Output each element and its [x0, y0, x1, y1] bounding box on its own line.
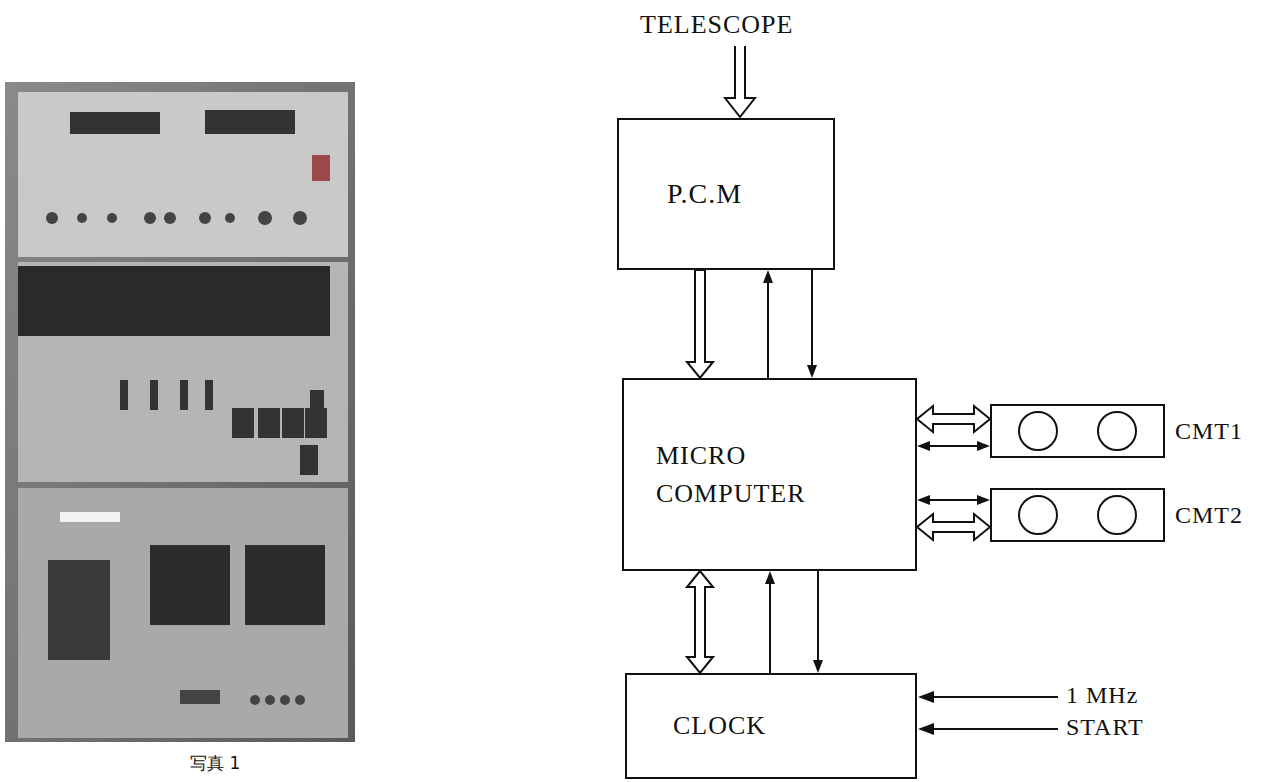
unit-label: CMT2	[1175, 502, 1243, 529]
process-box: CLOCK	[625, 673, 917, 779]
rack-panel	[18, 92, 348, 257]
tape-reels	[992, 406, 1163, 456]
signal-arrow	[765, 571, 775, 673]
tape-unit-box: CMT1	[990, 404, 1165, 458]
arrow-head	[813, 660, 823, 673]
arrow-head	[807, 365, 817, 378]
process-box: MICRO COMPUTER	[622, 378, 917, 571]
dark-band	[18, 266, 330, 336]
arrow-head	[763, 270, 773, 283]
bus-arrow	[687, 270, 713, 378]
display-window	[70, 112, 160, 134]
signal-label: TELESCOPE	[640, 10, 793, 40]
signal-arrow	[763, 270, 773, 378]
switch	[312, 155, 330, 181]
switch-row	[120, 380, 327, 475]
signal-line	[817, 571, 819, 661]
bus-arrow	[917, 406, 990, 432]
tape-unit-box: CMT2	[990, 488, 1165, 542]
reel-circle	[1019, 496, 1057, 534]
bus-arrow	[917, 514, 990, 540]
display-window	[205, 110, 295, 134]
signal-line	[929, 499, 978, 501]
handle	[48, 560, 110, 660]
arrow-head	[917, 495, 930, 505]
knob-row	[46, 211, 307, 225]
arrow-head	[977, 495, 990, 505]
tape-reels	[992, 490, 1163, 540]
arrow-head	[918, 723, 934, 735]
knob-row	[180, 690, 305, 705]
signal-line	[767, 282, 769, 378]
process-box: P.C.M	[617, 118, 835, 270]
bus-arrow	[687, 571, 713, 673]
photo-caption: 写真 1	[190, 752, 240, 775]
signal-line	[929, 445, 978, 447]
input-line	[932, 696, 1058, 698]
arrow-head	[977, 441, 990, 451]
signal-arrow	[917, 441, 990, 451]
signal-arrow	[807, 270, 817, 378]
signal-line	[769, 583, 771, 673]
reel-circle	[1019, 412, 1057, 450]
input-arrow	[725, 46, 755, 117]
tape-window	[150, 545, 230, 625]
arrow-head	[918, 691, 934, 703]
box-label: P.C.M	[667, 174, 742, 215]
box-label: MICRO COMPUTER	[656, 437, 831, 512]
tape-window	[245, 545, 325, 625]
input-line	[932, 728, 1058, 730]
arrow-head	[917, 441, 930, 451]
signal-label: START	[1066, 714, 1144, 741]
rack-panel	[18, 262, 348, 482]
signal-label: 1 MHz	[1066, 682, 1138, 709]
box-label: CLOCK	[673, 707, 766, 745]
photo-frame	[5, 82, 355, 742]
reel-circle	[1098, 412, 1136, 450]
label-strip	[60, 512, 120, 522]
arrow-head	[765, 571, 775, 584]
signal-arrow	[813, 571, 823, 673]
signal-arrow	[917, 495, 990, 505]
unit-label: CMT1	[1175, 418, 1243, 445]
signal-line	[811, 270, 813, 366]
rack-panel	[18, 488, 348, 738]
reel-circle	[1098, 496, 1136, 534]
